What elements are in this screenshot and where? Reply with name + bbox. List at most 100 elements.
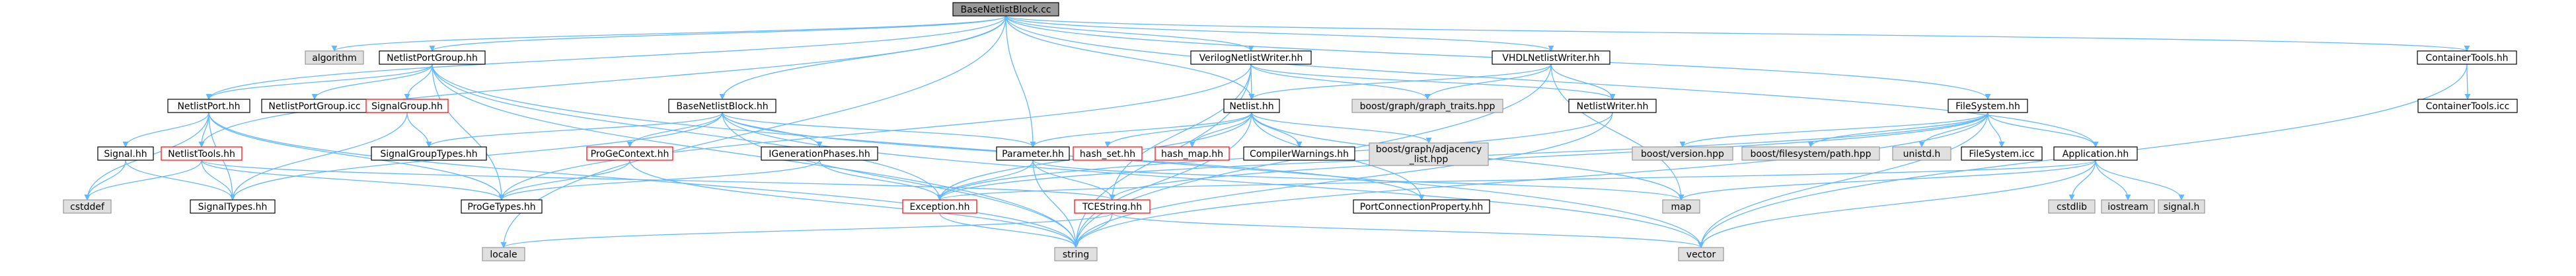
edge-basenetlistblock-hh-to-vector <box>722 112 1704 248</box>
node-netlist-hh[interactable]: Netlist.hh <box>1223 99 1280 113</box>
node-filesystem-hh[interactable]: FileSystem.hh <box>1948 99 2028 113</box>
edge-basenetlistblock-hh-to-portconnectionproperty-hh <box>722 112 1425 201</box>
edge-root-to-netlist-hh <box>1005 15 1255 100</box>
node-vhdlnetlistwriter-hh[interactable]: VHDLNetlistWriter.hh <box>1492 50 1610 65</box>
node-igenerationphases-hh[interactable]: IGenerationPhases.hh <box>761 146 878 161</box>
node-root[interactable]: BaseNetlistBlock.cc <box>952 2 1059 17</box>
node-basenetlistblock-hh[interactable]: BaseNetlistBlock.hh <box>668 99 777 113</box>
edge-netlistport-hh-to-signal-hh <box>122 112 209 148</box>
node-hash-set-hh[interactable]: hash_set.hh <box>1073 146 1143 161</box>
node-map[interactable]: map <box>1662 199 1700 214</box>
node-cstddef[interactable]: cstddef <box>63 199 112 214</box>
edge-verilognetlistwriter-hh-to-tcestring-hh <box>1109 64 1252 201</box>
edge-signalgroup-hh-to-signalgrouptypes-hh <box>406 112 432 148</box>
node-label: iostream <box>2107 202 2148 212</box>
node-label: algorithm <box>312 53 357 64</box>
node-signal-h[interactable]: signal.h <box>2158 199 2205 214</box>
node-compilerwarnings-hh[interactable]: CompilerWarnings.hh <box>1243 146 1355 161</box>
edge-verilognetlistwriter-hh-to-boost-graph-traits <box>1250 64 1431 100</box>
edge-root-to-vhdlnetlistwriter-hh <box>1005 15 1554 52</box>
edge-root-to-application-hh <box>1005 15 2099 148</box>
node-tcestring-hh[interactable]: TCEString.hh <box>1074 199 1151 214</box>
node-label: Netlist.hh <box>1229 101 1273 112</box>
edge-progecontext-hh-to-progetypes-hh <box>498 160 630 201</box>
edge-filesystem-hh-to-filesystem-icc <box>1987 112 2005 148</box>
node-box <box>668 99 777 113</box>
edge-basenetlistblock-hh-to-string <box>722 112 1079 248</box>
edge-tcestring-hh-to-vector <box>1112 212 1704 248</box>
node-string[interactable]: string <box>1054 247 1098 261</box>
node-box <box>190 199 276 214</box>
node-label: SignalTypes.hh <box>198 202 268 212</box>
node-containertools-icc[interactable]: ContainerTools.icc <box>2417 99 2518 113</box>
node-box <box>1243 146 1355 161</box>
node-progecontext-hh[interactable]: ProGeContext.hh <box>586 146 673 161</box>
edge-netlistport-hh-to-netlisttools-hh <box>198 112 209 148</box>
node-verilognetlistwriter-hh[interactable]: VerilogNetlistWriter.hh <box>1190 50 1312 65</box>
node-boost-filesystem-path[interactable]: boost/filesystem/path.hpp <box>1741 146 1880 161</box>
edge-vhdlnetlistwriter-hh-to-netlist-hh <box>1248 64 1552 100</box>
node-box <box>1351 99 1503 113</box>
node-hash-map-hh[interactable]: hash_map.hh <box>1155 146 1230 161</box>
node-box <box>1632 146 1733 161</box>
node-boost-version[interactable]: boost/version.hpp <box>1632 146 1733 161</box>
node-label: ContainerTools.icc <box>2426 101 2510 112</box>
edge-basenetlistblock-hh-to-parameter-hh <box>722 112 1036 148</box>
node-containertools-hh[interactable]: ContainerTools.hh <box>2417 50 2517 65</box>
node-box <box>161 146 243 161</box>
edge-netlistportgroup-hh-to-exception-hh <box>432 64 943 201</box>
node-label: BaseNetlistBlock.cc <box>961 5 1051 15</box>
node-netlistport-hh[interactable]: NetlistPort.hh <box>167 99 250 113</box>
node-signaltypes-hh[interactable]: SignalTypes.hh <box>190 199 276 214</box>
edge-igenerationphases-hh-to-exception-hh <box>819 160 943 201</box>
node-exception-hh[interactable]: Exception.hh <box>902 199 977 214</box>
node-signal-hh[interactable]: Signal.hh <box>97 146 154 161</box>
node-label: vector <box>1686 250 1716 260</box>
node-application-hh[interactable]: Application.hh <box>2053 146 2138 161</box>
node-box <box>167 99 250 113</box>
node-signalgrouptypes-hh[interactable]: SignalGroupTypes.hh <box>371 146 487 161</box>
node-box <box>482 247 525 261</box>
edge-application-hh-to-iostream <box>2095 160 2131 201</box>
node-label: VHDLNetlistWriter.hh <box>1502 53 1599 64</box>
node-progetypes-hh[interactable]: ProGeTypes.hh <box>461 199 543 214</box>
node-signalgroup-hh[interactable]: SignalGroup.hh <box>365 99 449 113</box>
node-netlistportgroup-icc[interactable]: NetlistPortGroup.icc <box>261 99 368 113</box>
node-label: ContainerTools.hh <box>2425 53 2508 64</box>
node-box <box>2417 50 2517 65</box>
node-box <box>1892 146 1951 161</box>
edge-netlistwriter-hh-to-string <box>1073 112 1613 248</box>
node-netlisttools-hh[interactable]: NetlistTools.hh <box>161 146 243 161</box>
node-label: NetlistTools.hh <box>168 149 235 160</box>
node-filesystem-icc[interactable]: FileSystem.icc <box>1961 146 2043 161</box>
node-iostream[interactable]: iostream <box>2101 199 2155 214</box>
node-boost-graph-traits[interactable]: boost/graph/graph_traits.hpp <box>1351 99 1503 113</box>
edge-netlistportgroup-hh-to-string <box>432 64 1079 248</box>
node-vector[interactable]: vector <box>1678 247 1724 261</box>
edge-verilognetlistwriter-hh-to-progetypes-hh <box>498 64 1252 201</box>
node-parameter-hh[interactable]: Parameter.hh <box>996 146 1070 161</box>
node-box <box>586 146 673 161</box>
node-label: string <box>1063 250 1089 260</box>
edge-netlistport-hh-to-progetypes-hh <box>208 112 505 201</box>
node-netlistportgroup-hh[interactable]: NetlistPortGroup.hh <box>379 50 486 65</box>
node-label: ProGeTypes.hh <box>467 202 535 212</box>
edge-root-to-parameter-hh <box>1005 15 1036 148</box>
node-cstdlib[interactable]: cstdlib <box>2048 199 2096 214</box>
node-box <box>1190 50 1312 65</box>
edge-parameter-hh-to-map <box>1032 160 1685 201</box>
node-box <box>1223 99 1280 113</box>
node-locale[interactable]: locale <box>482 247 525 261</box>
node-netlistwriter-hh[interactable]: NetlistWriter.hh <box>1568 99 1657 113</box>
edge-progecontext-hh-to-string <box>629 160 1079 248</box>
node-box <box>952 2 1059 17</box>
node-label: SignalGroup.hh <box>371 101 443 112</box>
node-box <box>1568 99 1657 113</box>
node-algorithm[interactable]: algorithm <box>305 50 364 65</box>
node-label: FileSystem.hh <box>1955 101 2020 112</box>
node-portconnectionproperty-hh[interactable]: PortConnectionProperty.hh <box>1353 199 1490 214</box>
node-box <box>2048 199 2096 214</box>
edge-layer <box>84 15 2471 248</box>
node-unistd-h[interactable]: unistd.h <box>1892 146 1951 161</box>
node-boost-adjacency-list[interactable]: boost/graph/adjacency_list.hpp <box>1369 142 1489 166</box>
